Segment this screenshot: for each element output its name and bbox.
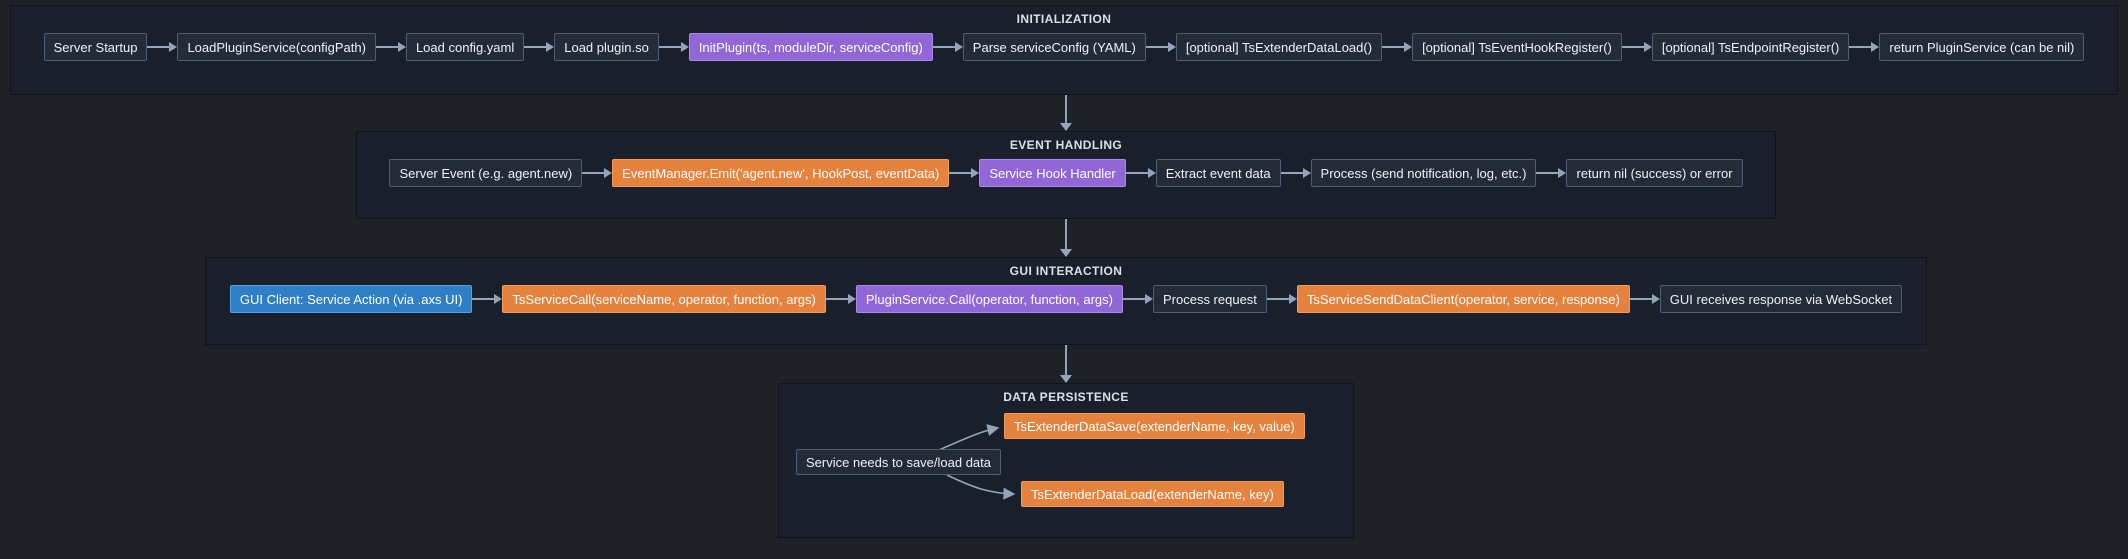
node-extract-event-data: Extract event data <box>1155 159 1281 187</box>
node-parse-service-config: Parse serviceConfig (YAML) <box>962 33 1146 61</box>
arrow-right-icon <box>1266 294 1297 304</box>
arrow-right-icon <box>949 168 980 178</box>
arrow-right-icon <box>582 168 613 178</box>
node-plugin-service-call: PluginService.Call(operator, function, a… <box>855 285 1123 313</box>
arrow-right-icon <box>1382 42 1413 52</box>
section-initialization: INITIALIZATION Server Startup LoadPlugin… <box>10 5 2118 95</box>
section-event-handling: EVENT HANDLING Server Event (e.g. agent.… <box>356 131 1776 219</box>
node-service-hook-handler: Service Hook Handler <box>979 159 1126 187</box>
node-return-nil-or-error: return nil (success) or error <box>1566 159 1743 187</box>
arrow-right-icon <box>147 42 178 52</box>
arrow-right-icon <box>375 42 406 52</box>
node-optional-ts-endpoint-register: [optional] TsEndpointRegister() <box>1651 33 1850 61</box>
node-load-config-yaml: Load config.yaml <box>405 33 525 61</box>
arrow-right-icon <box>1122 294 1153 304</box>
node-ts-service-call: TsServiceCall(serviceName, operator, fun… <box>502 285 826 313</box>
arrow-down-icon <box>1059 219 1073 257</box>
node-ts-service-send-data-client: TsServiceSendDataClient(operator, servic… <box>1296 285 1630 313</box>
node-ts-extender-data-save: TsExtenderDataSave(extenderName, key, va… <box>1004 413 1305 439</box>
node-process-event: Process (send notification, log, etc.) <box>1310 159 1537 187</box>
node-service-needs-save-load: Service needs to save/load data <box>796 449 1002 475</box>
node-optional-ts-event-hook-register: [optional] TsEventHookRegister() <box>1412 33 1622 61</box>
arrow-right-icon <box>1280 168 1311 178</box>
section-title-gui-interaction: GUI INTERACTION <box>1009 264 1123 278</box>
section-gui-interaction: GUI INTERACTION GUI Client: Service Acti… <box>205 257 1927 345</box>
event-handling-flow-row: Server Event (e.g. agent.new) EventManag… <box>357 159 1775 187</box>
node-return-plugin-service: return PluginService (can be nil) <box>1879 33 2085 61</box>
arrow-right-icon <box>472 294 503 304</box>
node-gui-client-service-action: GUI Client: Service Action (via .axs UI) <box>229 285 473 313</box>
arrow-right-icon <box>932 42 963 52</box>
node-load-plugin-so: Load plugin.so <box>554 33 659 61</box>
node-event-manager-emit: EventManager.Emit('agent.new', HookPost,… <box>612 159 950 187</box>
arrow-right-icon <box>1536 168 1567 178</box>
arrow-right-icon <box>1849 42 1880 52</box>
arrow-right-icon <box>524 42 555 52</box>
node-server-startup: Server Startup <box>43 33 148 61</box>
arrow-down-icon <box>1059 345 1073 383</box>
arrow-right-icon <box>825 294 856 304</box>
node-gui-receives-response: GUI receives response via WebSocket <box>1659 285 1903 313</box>
initialization-flow-row: Server Startup LoadPluginService(configP… <box>11 33 2117 61</box>
arrow-right-icon <box>658 42 689 52</box>
section-title-initialization: INITIALIZATION <box>1016 12 1112 26</box>
arrow-right-icon <box>1145 42 1176 52</box>
node-server-event: Server Event (e.g. agent.new) <box>389 159 583 187</box>
node-ts-extender-data-load: TsExtenderDataLoad(extenderName, key) <box>1021 481 1284 507</box>
node-optional-ts-extender-data-load: [optional] TsExtenderDataLoad() <box>1175 33 1383 61</box>
node-load-plugin-service: LoadPluginService(configPath) <box>177 33 376 61</box>
arrow-right-icon <box>1629 294 1660 304</box>
node-init-plugin: InitPlugin(ts, moduleDir, serviceConfig) <box>688 33 933 61</box>
arrow-down-icon <box>1059 95 1073 131</box>
node-process-request: Process request <box>1152 285 1267 313</box>
arrow-right-icon <box>1125 168 1156 178</box>
gui-interaction-flow-row: GUI Client: Service Action (via .axs UI)… <box>206 285 1926 313</box>
section-title-event-handling: EVENT HANDLING <box>1009 138 1123 152</box>
section-data-persistence: DATA PERSISTENCE Service needs to save/l… <box>778 383 1354 538</box>
arrow-right-icon <box>1621 42 1652 52</box>
section-title-data-persistence: DATA PERSISTENCE <box>1003 390 1129 404</box>
